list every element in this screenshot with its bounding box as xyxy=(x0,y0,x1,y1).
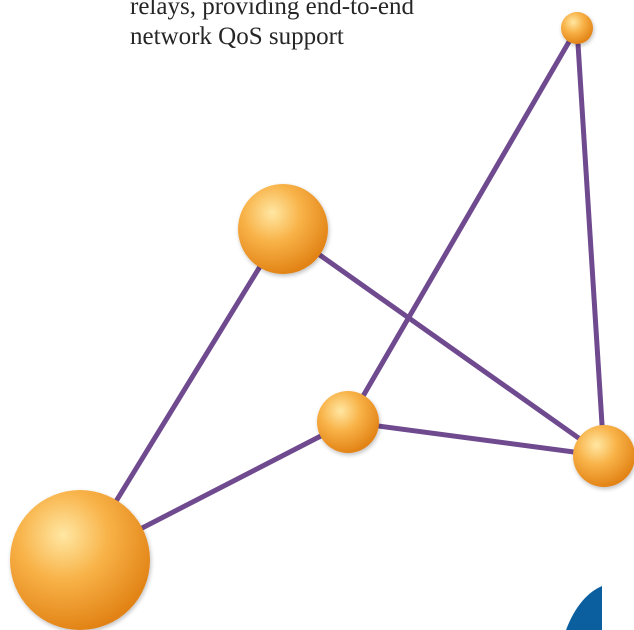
link-upper-left-to-right xyxy=(280,226,607,459)
link-center-to-right xyxy=(345,419,607,459)
caption-line-2: network QoS support xyxy=(130,23,344,50)
top-right-node xyxy=(561,12,593,44)
upper-left-node xyxy=(238,184,328,274)
nodes xyxy=(10,12,634,630)
links xyxy=(77,25,607,563)
link-top-right-to-right xyxy=(574,25,607,459)
corner-accent-shape xyxy=(566,586,602,630)
bottom-left-node xyxy=(10,490,150,630)
right-node xyxy=(573,425,634,487)
caption-line-1: relays, providing end-to-end xyxy=(130,0,414,20)
caption-text: relays, providing end-to-end network QoS… xyxy=(130,0,550,52)
center-node xyxy=(317,391,379,453)
link-center-to-top-right xyxy=(345,25,580,425)
